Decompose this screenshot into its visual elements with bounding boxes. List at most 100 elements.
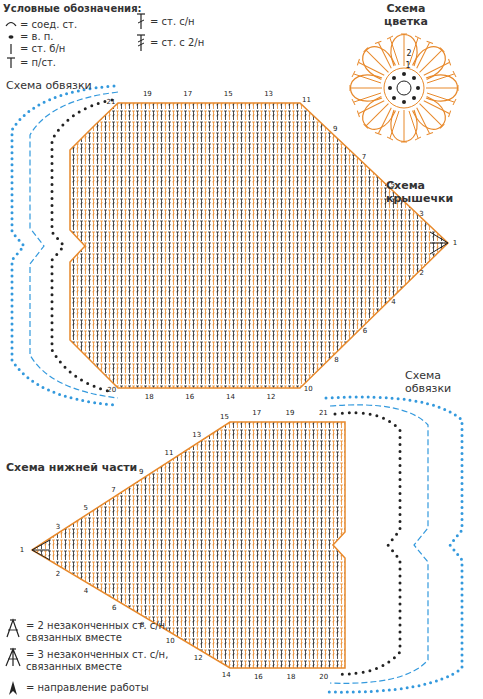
chart-title: Схема нижней части <box>6 462 137 475</box>
chart-title: Схема цветка <box>378 3 434 28</box>
row-number: 20 <box>107 386 116 394</box>
row-number: 5 <box>83 504 87 512</box>
petal <box>387 110 421 142</box>
dc2tog-symbol <box>7 620 19 637</box>
direction-arrow-symbol <box>9 681 17 695</box>
dc2tog-symbol <box>10 619 16 620</box>
row-number: 5 <box>391 181 395 189</box>
row-number: 20 <box>319 673 328 681</box>
row-number: 16 <box>185 393 194 401</box>
row-number: 18 <box>287 673 296 681</box>
legend-text: = в. п. <box>20 31 54 43</box>
row-number: 21 <box>106 98 115 106</box>
row-number: 16 <box>254 673 263 681</box>
flower-chart <box>350 34 458 142</box>
chain-dot <box>392 96 396 100</box>
row-number: 13 <box>192 431 201 439</box>
row-number: 4 <box>84 587 88 595</box>
chain-dot <box>402 72 406 76</box>
row-number: 6 <box>112 604 116 612</box>
chain-dot <box>412 76 416 80</box>
petal <box>387 34 421 66</box>
row-number: 9 <box>333 125 337 133</box>
petal <box>426 71 458 105</box>
row-number: 10 <box>304 385 313 393</box>
row-number: 7 <box>362 153 366 161</box>
chain-dot <box>392 76 396 80</box>
legend-text: = ст. б/н <box>20 43 65 55</box>
tip-fan <box>430 232 448 254</box>
chain-symbol <box>9 35 14 39</box>
treble-symbol <box>140 35 141 51</box>
row-number: 2 <box>56 570 60 578</box>
single-crochet-symbol <box>10 44 11 54</box>
lid-chart <box>12 86 448 405</box>
dc3tog-symbol <box>8 659 18 660</box>
row-number: 1 <box>405 61 410 70</box>
dc3tog-symbol <box>10 648 16 649</box>
row-number: 7 <box>111 486 115 494</box>
row-number: 1 <box>453 239 457 247</box>
row-number: 17 <box>183 90 192 98</box>
legend-text: = п/ст. <box>20 57 56 69</box>
petal <box>354 92 401 139</box>
row-number: 3 <box>419 210 423 218</box>
dc3tog-symbol <box>6 649 20 666</box>
row-number: 19 <box>286 409 295 417</box>
chart-title: Схема крышечки <box>386 180 483 205</box>
chart-title: Схема обвязки <box>6 80 92 93</box>
treble-symbol <box>137 34 145 35</box>
row-number: 15 <box>220 413 229 421</box>
row-number: 19 <box>143 90 152 98</box>
edging-picot-row <box>326 397 462 692</box>
chain-dot <box>412 96 416 100</box>
petal <box>408 92 455 139</box>
slip-stitch-symbol <box>6 23 16 27</box>
bottom-chart <box>32 397 462 692</box>
row-number: 21 <box>319 409 328 417</box>
chart-title: Схема обвязки <box>405 370 483 395</box>
treble-symbol <box>138 39 144 42</box>
tip-fan <box>32 540 50 560</box>
row-number: 4 <box>391 298 395 306</box>
row-number: 15 <box>224 90 233 98</box>
row-number: 18 <box>145 393 154 401</box>
legend-text: = соед. ст. <box>20 19 77 31</box>
treble-symbol <box>138 43 144 46</box>
legend-text: = ст. с 2/н <box>150 37 204 49</box>
row-number: 14 <box>226 393 235 401</box>
row-number: 2 <box>420 268 424 276</box>
dc2tog-symbol <box>8 630 18 631</box>
chain-dot <box>402 100 406 104</box>
chain-dot <box>388 86 392 90</box>
row-number: 13 <box>264 90 273 98</box>
row-number: 2 <box>406 49 411 58</box>
row-number: 10 <box>166 637 175 645</box>
legend-text: = направление работы <box>26 682 149 694</box>
flower-center <box>397 81 411 95</box>
legend-text: = 2 незаконченных ст. с/н, связанных вме… <box>26 620 176 643</box>
petal <box>354 38 401 85</box>
row-number: 14 <box>222 671 231 679</box>
chain-dot <box>416 86 420 90</box>
half-double-symbol <box>7 57 15 58</box>
row-number: 6 <box>363 327 367 335</box>
petal <box>350 71 382 105</box>
flower-ring <box>384 68 424 108</box>
row-number: 1 <box>20 546 24 554</box>
row-number: 17 <box>252 409 261 417</box>
row-number: 11 <box>165 449 174 457</box>
row-number: 12 <box>267 393 276 401</box>
double-crochet-symbol <box>138 20 144 23</box>
row-number: 12 <box>194 654 203 662</box>
legend-heading: Условные обозначения: <box>3 3 163 15</box>
legend-text: = 3 незаконченных ст. с/н, связанных вме… <box>26 649 176 672</box>
row-number: 3 <box>56 523 60 531</box>
row-number: 9 <box>139 468 143 476</box>
legend-text: = ст. с/н <box>150 16 195 28</box>
row-number: 8 <box>334 356 338 364</box>
lid-stitch-area <box>70 103 448 388</box>
petal <box>408 38 455 85</box>
